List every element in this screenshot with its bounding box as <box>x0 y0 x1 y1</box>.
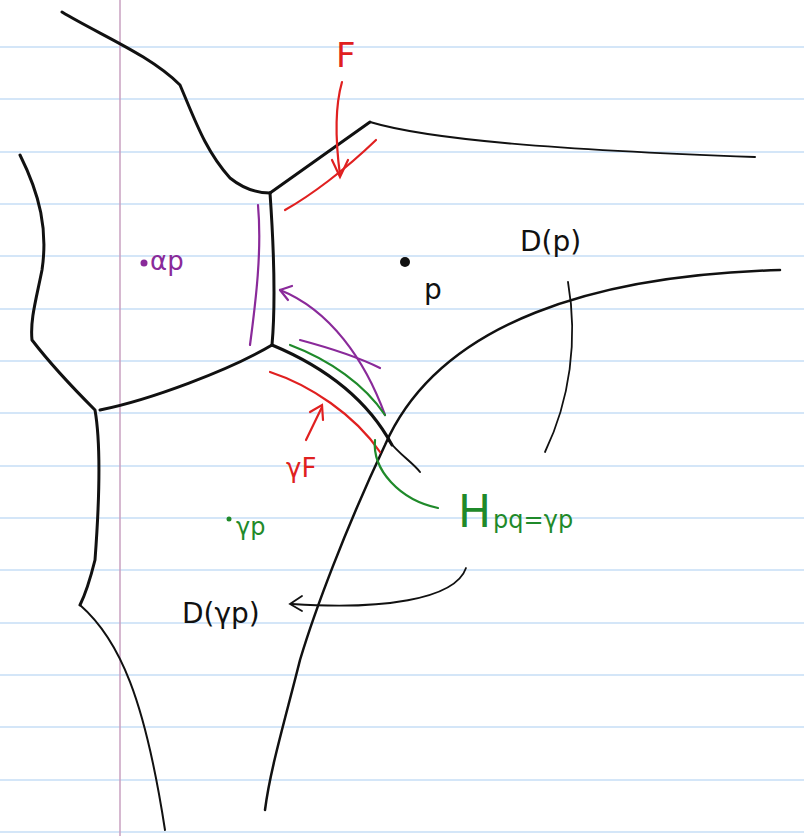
point-label: p <box>424 276 442 304</box>
plane-label: H <box>458 490 491 534</box>
leader-lines <box>290 282 572 611</box>
face-label: γF <box>286 455 316 481</box>
red-marks <box>270 82 380 452</box>
margin-line <box>119 0 121 836</box>
point-label: γp <box>236 515 265 539</box>
point-dot <box>227 517 232 522</box>
point-label: αp <box>150 248 184 274</box>
cell-edges <box>20 12 780 830</box>
green-marks <box>290 345 438 508</box>
face-label: F <box>336 38 356 72</box>
region-label: D(p) <box>520 228 581 256</box>
plane-subscript: pq=γp <box>493 508 573 532</box>
point-dot <box>141 260 148 267</box>
region-label: D(γp) <box>182 600 260 628</box>
point-dot <box>400 257 410 267</box>
purple-marks <box>250 205 385 415</box>
